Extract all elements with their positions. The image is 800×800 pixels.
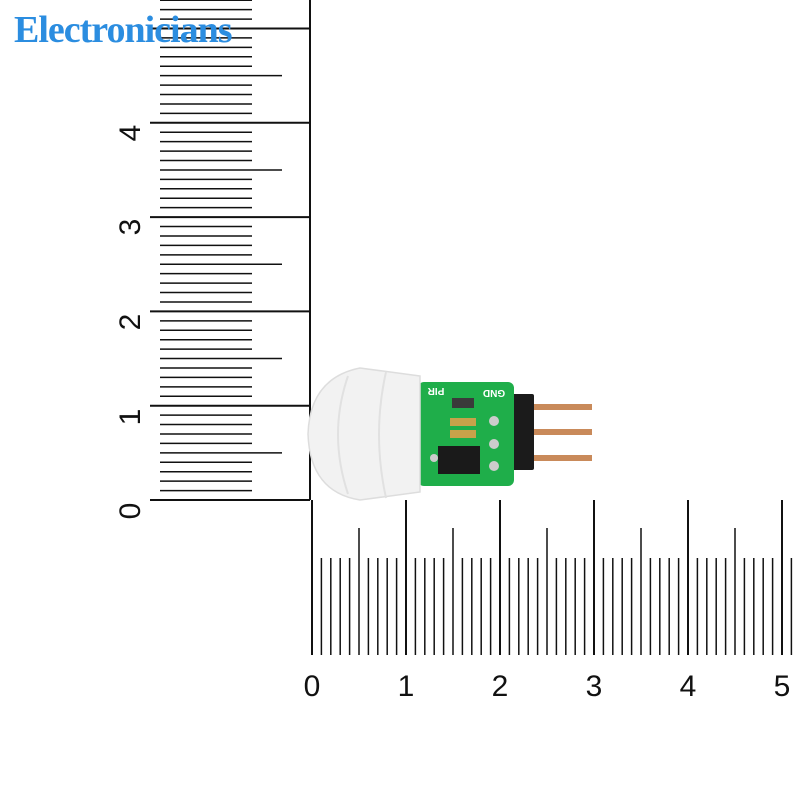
pin-header-housing bbox=[508, 394, 534, 470]
vertical-ruler-label-1: 1 bbox=[114, 409, 147, 426]
header-pin bbox=[530, 429, 592, 435]
pir-sensor-module: GND PIR bbox=[307, 367, 592, 501]
horizontal-ruler: 0 1 2 3 4 5 bbox=[304, 500, 793, 703]
solder-pad bbox=[489, 439, 499, 449]
vertical-ruler-label-3: 3 bbox=[114, 219, 147, 236]
horizontal-ruler-label-5: 5 bbox=[774, 670, 791, 703]
solder-pad bbox=[489, 416, 499, 426]
voltage-regulator-chip bbox=[438, 446, 480, 474]
smd-component bbox=[450, 430, 476, 438]
vertical-ruler-label-4: 4 bbox=[114, 125, 147, 142]
horizontal-ruler-label-2: 2 bbox=[492, 670, 509, 703]
header-pin bbox=[530, 455, 592, 461]
header-pins bbox=[508, 394, 592, 470]
fresnel-lens-dome bbox=[307, 367, 421, 501]
smd-component bbox=[450, 418, 476, 426]
horizontal-ruler-label-1: 1 bbox=[398, 670, 415, 703]
horizontal-ruler-label-3: 3 bbox=[586, 670, 603, 703]
smd-component bbox=[452, 398, 474, 408]
header-pin bbox=[530, 404, 592, 410]
horizontal-ruler-label-4: 4 bbox=[680, 670, 697, 703]
vertical-ruler-label-2: 2 bbox=[114, 314, 147, 331]
solder-pad bbox=[489, 461, 499, 471]
horizontal-ruler-label-0: 0 bbox=[304, 670, 321, 703]
solder-pad bbox=[430, 454, 438, 462]
lens-facet-line bbox=[378, 371, 387, 499]
pcb-label-gnd: GND bbox=[483, 387, 505, 398]
pcb-label-pir: PIR bbox=[427, 385, 444, 396]
vertical-ruler: 0 1 2 3 4 bbox=[114, 0, 311, 520]
brand-watermark: Electronicians bbox=[14, 9, 233, 51]
lens-facet-line bbox=[337, 375, 349, 495]
vertical-ruler-label-0: 0 bbox=[114, 503, 147, 520]
